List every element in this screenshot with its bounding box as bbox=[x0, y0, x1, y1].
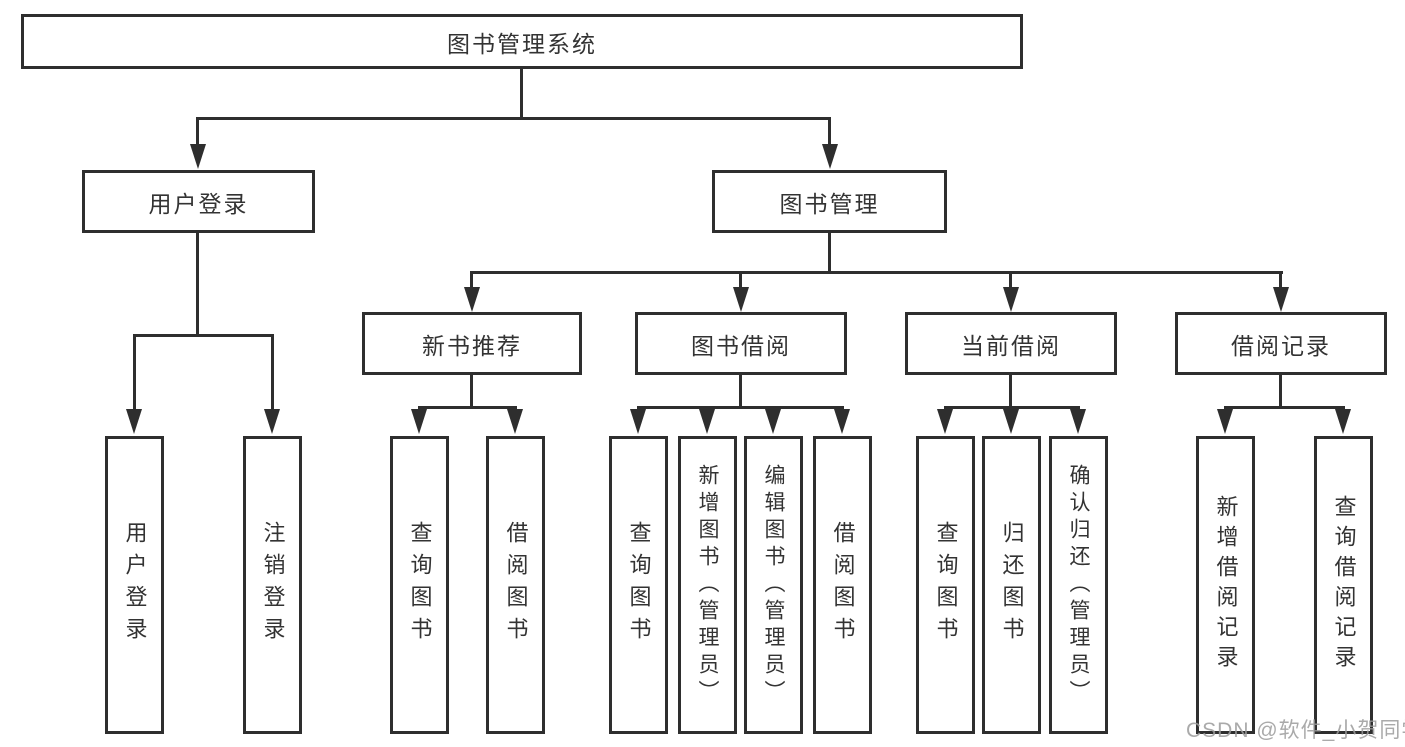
connector-line bbox=[739, 375, 742, 409]
leaf-borrow-books-2: 借阅图书 bbox=[813, 436, 872, 734]
arrow-down-icon bbox=[1070, 409, 1086, 434]
connector-line bbox=[470, 375, 473, 409]
leaf-query-books-1-label: 查询图书 bbox=[407, 521, 433, 649]
leaf-confirm-return-admin: 确认归还（管理员） bbox=[1049, 436, 1108, 734]
leaf-query-borrow-record-label: 查询借阅记录 bbox=[1331, 495, 1357, 675]
watermark: CSDN @软件_小贺同学 bbox=[1186, 719, 1405, 742]
connector-line bbox=[470, 271, 1283, 274]
leaf-query-books-3-label: 查询图书 bbox=[933, 521, 959, 649]
connector-line bbox=[1224, 406, 1345, 409]
arrow-down-icon bbox=[822, 144, 838, 169]
node-book-borrow-label: 图书借阅 bbox=[691, 332, 791, 359]
arrow-down-icon bbox=[1217, 409, 1233, 434]
node-root-label: 图书管理系统 bbox=[447, 30, 597, 57]
leaf-borrow-books-1-label: 借阅图书 bbox=[503, 521, 529, 649]
leaf-add-book-admin: 新增图书（管理员） bbox=[678, 436, 737, 734]
connector-line bbox=[196, 117, 831, 120]
leaf-query-books-3: 查询图书 bbox=[916, 436, 975, 734]
node-current-borrow: 当前借阅 bbox=[905, 312, 1117, 375]
leaf-add-book-admin-label: 新增图书（管理员） bbox=[696, 463, 719, 707]
leaf-return-book: 归还图书 bbox=[982, 436, 1041, 734]
arrow-down-icon bbox=[1273, 287, 1289, 312]
node-root: 图书管理系统 bbox=[21, 14, 1023, 69]
leaf-borrow-books-1: 借阅图书 bbox=[486, 436, 545, 734]
connector-line bbox=[1009, 375, 1012, 409]
node-borrow-records: 借阅记录 bbox=[1175, 312, 1387, 375]
connector-line bbox=[739, 271, 742, 291]
connector-line bbox=[1009, 271, 1012, 291]
connector-line bbox=[828, 117, 831, 149]
node-book-borrow: 图书借阅 bbox=[635, 312, 847, 375]
arrow-down-icon bbox=[126, 409, 142, 434]
arrow-down-icon bbox=[411, 409, 427, 434]
node-user-login: 用户登录 bbox=[82, 170, 315, 233]
node-new-book-recommend-label: 新书推荐 bbox=[422, 332, 522, 359]
leaf-add-borrow-record-label: 新增借阅记录 bbox=[1213, 495, 1239, 675]
connector-line bbox=[133, 334, 274, 337]
arrow-down-icon bbox=[699, 409, 715, 434]
arrow-down-icon bbox=[1003, 287, 1019, 312]
connector-line bbox=[1279, 375, 1282, 409]
connector-line bbox=[1279, 271, 1282, 291]
node-user-login-label: 用户登录 bbox=[148, 190, 249, 217]
leaf-confirm-return-admin-label: 确认归还（管理员） bbox=[1067, 463, 1090, 707]
leaf-query-books-2: 查询图书 bbox=[609, 436, 668, 734]
arrow-down-icon bbox=[507, 409, 523, 434]
node-current-borrow-label: 当前借阅 bbox=[961, 332, 1061, 359]
arrow-down-icon bbox=[733, 287, 749, 312]
leaf-query-borrow-record: 查询借阅记录 bbox=[1314, 436, 1373, 734]
leaf-query-books-2-label: 查询图书 bbox=[626, 521, 652, 649]
connector-line bbox=[944, 406, 1080, 409]
leaf-logout: 注销登录 bbox=[243, 436, 302, 734]
leaf-user-login: 用户登录 bbox=[105, 436, 164, 734]
arrow-down-icon bbox=[264, 409, 280, 434]
connector-line bbox=[196, 233, 199, 337]
arrow-down-icon bbox=[765, 409, 781, 434]
arrow-down-icon bbox=[834, 409, 850, 434]
connector-line bbox=[470, 271, 473, 291]
arrow-down-icon bbox=[464, 287, 480, 312]
node-new-book-recommend: 新书推荐 bbox=[362, 312, 582, 375]
arrow-down-icon bbox=[1003, 409, 1019, 434]
node-borrow-records-label: 借阅记录 bbox=[1231, 332, 1331, 359]
arrow-down-icon bbox=[630, 409, 646, 434]
leaf-edit-book-admin-label: 编辑图书（管理员） bbox=[762, 463, 785, 707]
leaf-add-borrow-record: 新增借阅记录 bbox=[1196, 436, 1255, 734]
connector-line bbox=[418, 406, 517, 409]
connector-line bbox=[196, 117, 199, 149]
connector-line bbox=[828, 233, 831, 274]
node-book-management: 图书管理 bbox=[712, 170, 947, 233]
connector-line bbox=[637, 406, 844, 409]
leaf-logout-label: 注销登录 bbox=[260, 521, 286, 649]
leaf-return-book-label: 归还图书 bbox=[999, 521, 1025, 649]
node-book-management-label: 图书管理 bbox=[779, 190, 880, 217]
leaf-user-login-label: 用户登录 bbox=[122, 521, 148, 649]
connector-line bbox=[133, 334, 136, 412]
connector-line bbox=[520, 69, 523, 120]
leaf-edit-book-admin: 编辑图书（管理员） bbox=[744, 436, 803, 734]
leaf-borrow-books-2-label: 借阅图书 bbox=[830, 521, 856, 649]
connector-line bbox=[271, 334, 274, 412]
arrow-down-icon bbox=[937, 409, 953, 434]
arrow-down-icon bbox=[190, 144, 206, 169]
leaf-query-books-1: 查询图书 bbox=[390, 436, 449, 734]
arrow-down-icon bbox=[1335, 409, 1351, 434]
